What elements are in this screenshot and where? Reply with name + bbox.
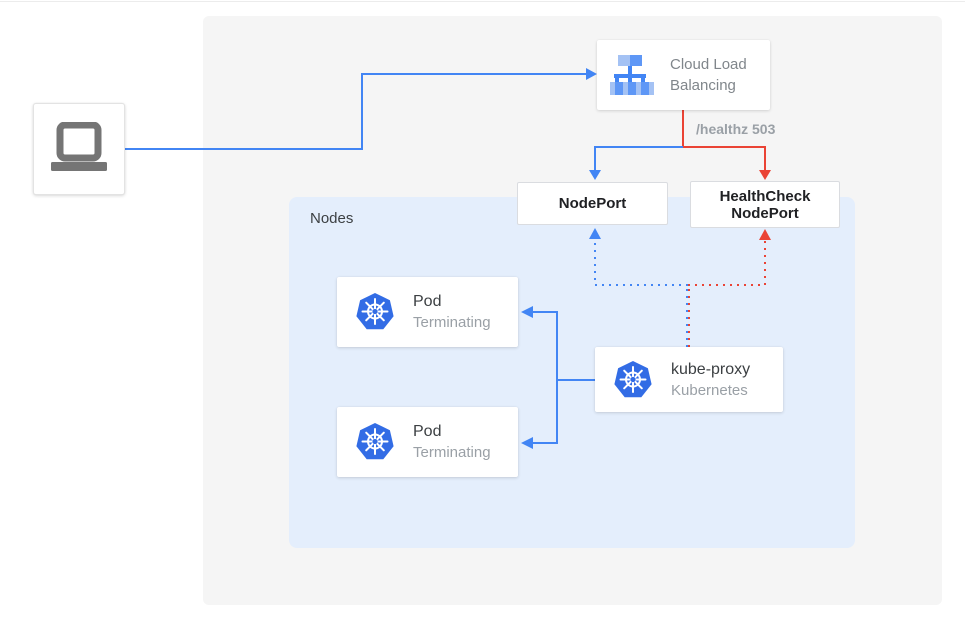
nodeport-card: NodePort [517, 182, 668, 225]
kubernetes-icon [355, 292, 395, 332]
pod-1-status: Terminating [413, 314, 491, 331]
laptop-icon [48, 122, 110, 176]
healthcheck-nodeport-label: HealthCheck NodePort [719, 187, 811, 222]
kube-proxy-card: kube-proxy Kubernetes [595, 347, 783, 412]
kube-proxy-text: kube-proxy Kubernetes [671, 359, 750, 401]
kube-proxy-subtitle: Kubernetes [671, 381, 748, 399]
pod-2-card: Pod Terminating [337, 407, 518, 477]
load-balancer-icon [608, 51, 656, 99]
pod-2-text: Pod Terminating [413, 421, 491, 463]
pod-1-text: Pod Terminating [413, 291, 491, 333]
kubernetes-icon [355, 422, 395, 462]
cloud-load-balancing-label: Cloud Load Balancing [670, 56, 747, 94]
pod-2-title: Pod [413, 423, 442, 440]
pod-1-title: Pod [413, 293, 442, 310]
top-divider [0, 0, 965, 2]
pod-2-status: Terminating [413, 444, 491, 461]
client-card [33, 103, 125, 195]
pod-1-card: Pod Terminating [337, 277, 518, 347]
nodes-group-label: Nodes [310, 210, 354, 227]
healthz-status-label: /healthz 503 [696, 121, 776, 137]
healthcheck-nodeport-card: HealthCheck NodePort [690, 181, 840, 228]
cloud-load-balancing-card: Cloud Load Balancing [597, 40, 770, 110]
kubernetes-icon [613, 360, 653, 400]
nodeport-label: NodePort [558, 195, 627, 212]
kube-proxy-title: kube-proxy [671, 360, 751, 378]
